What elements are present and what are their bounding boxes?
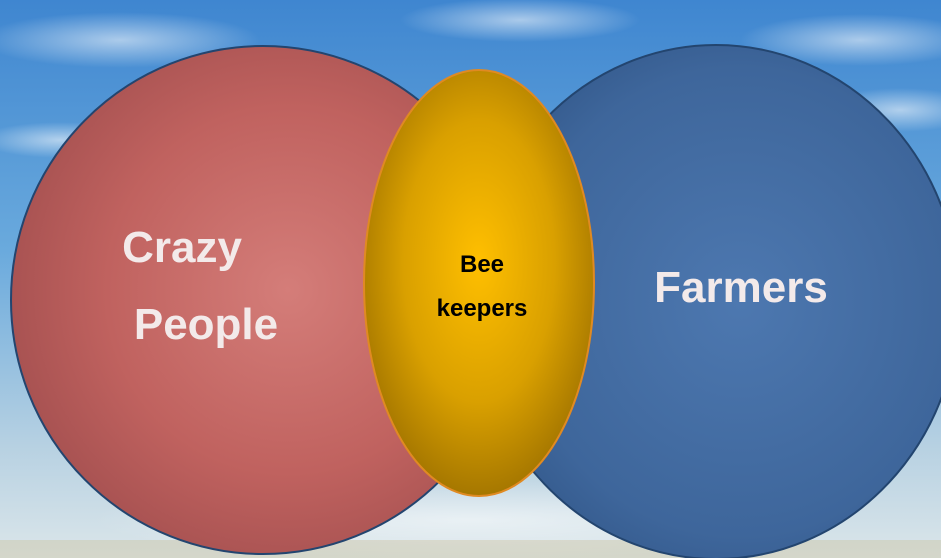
left-set-label: Crazy xyxy=(122,223,242,272)
intersection-label: Bee xyxy=(460,251,504,278)
left-set-label-line-2: People xyxy=(134,300,278,349)
venn-intersection-bee-keepers xyxy=(363,69,595,497)
right-set-label: Farmers xyxy=(654,263,828,312)
intersection-label-line-2: keepers xyxy=(437,295,528,322)
